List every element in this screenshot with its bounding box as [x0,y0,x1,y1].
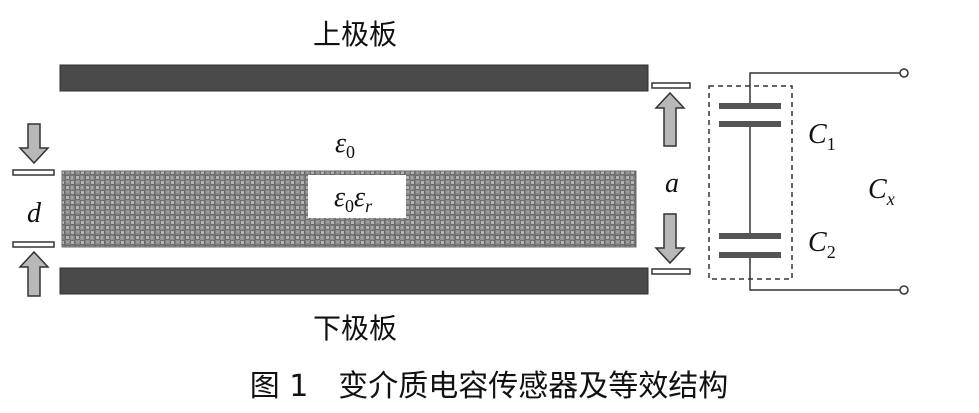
gap-top-bar [651,82,691,89]
c1-symbol: C [808,119,827,150]
down-arrow-icon [18,123,50,165]
dielectric-permittivity-label: ε0εr [334,182,373,216]
dielectric-eps0-subscript: 0 [345,196,354,216]
thickness-bottom-bar [12,241,55,248]
c2-symbol: C [808,227,827,258]
thickness-top-bar [12,169,55,176]
cx-symbol: C [868,174,887,205]
equivalent-circuit: C1 C2 Cx [708,68,909,295]
gap-a-indicator: a [651,82,691,275]
dielectric-epsr-symbol: ε [354,182,365,213]
lower-plate-label: 下极板 [313,312,397,345]
upper-plate-label: 上极板 [313,18,397,51]
upper-plate [59,64,649,92]
thickness-d-label: d [27,198,42,229]
top-wire [749,72,900,104]
gap-a-label: a [665,168,679,199]
c1-top-plate [719,103,781,109]
c1-bottom-plate [719,121,781,127]
c2-bottom-plate [719,252,781,258]
thickness-d-indicator: d [12,123,55,297]
c2-top-plate [719,233,781,239]
c2-subscript: 2 [827,242,836,262]
c1-label: C1 [808,119,836,154]
dielectric-label-box [308,175,406,218]
cx-subscript: x [886,189,895,209]
epsilon0-subscript: 0 [346,142,355,162]
bottom-wire [749,258,900,291]
lower-plate [59,267,649,295]
dielectric-epsr-subscript: r [365,196,373,216]
gap-bottom-bar [651,268,691,275]
figure-caption: 图 1 变介质电容传感器及等效结构 [250,369,729,404]
c1-subscript: 1 [827,134,836,154]
cx-label: Cx [868,174,895,209]
epsilon0-symbol: ε [335,128,346,159]
dielectric-eps0-symbol: ε [334,182,345,213]
up-arrow-icon [18,250,50,297]
c2-label: C2 [808,227,836,262]
bottom-terminal [899,285,909,295]
top-terminal [899,68,909,78]
up-arrow-icon [654,91,686,147]
air-permittivity-label: ε0 [335,128,355,162]
down-arrow-icon [654,213,686,265]
